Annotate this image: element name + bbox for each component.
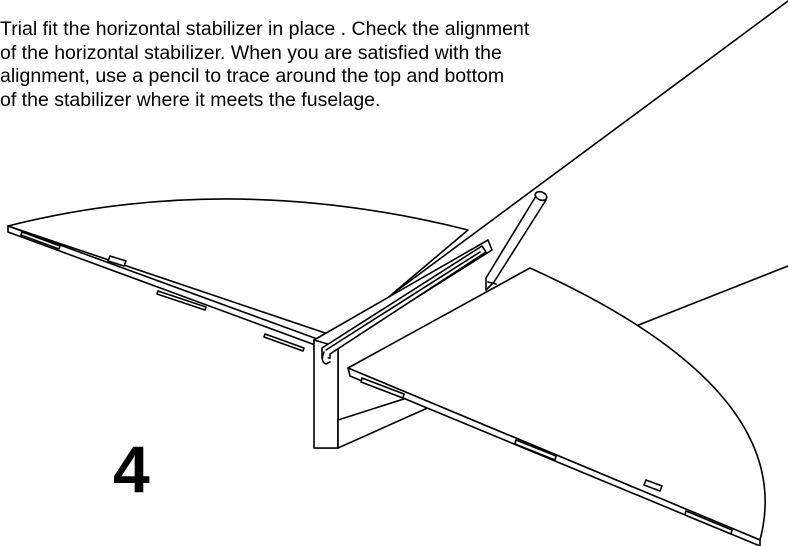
left-slot-3	[157, 291, 206, 310]
instruction-line: of the stabilizer where it meets the fus…	[0, 88, 381, 111]
left-slot-1	[21, 232, 60, 249]
instruction-text: Trial fit the horizontal stabilizer in p…	[0, 18, 680, 112]
left-slot-2	[108, 256, 126, 266]
instruction-line: of the horizontal stabilizer. When you a…	[0, 41, 502, 64]
left-slot-4	[264, 334, 304, 351]
pencil-icon	[486, 190, 548, 290]
right-slot-1	[361, 378, 404, 398]
step-number: 4	[113, 432, 150, 506]
fin-slot-inner	[326, 252, 480, 350]
right-stabilizer-half	[348, 268, 765, 540]
fuselage-lower-edge	[636, 266, 788, 326]
right-slot-4	[685, 511, 732, 534]
fuselage-top-edge	[360, 1, 788, 318]
right-slot-2	[515, 440, 556, 460]
right-slot-3	[644, 480, 662, 491]
instruction-line: Trial fit the horizontal stabilizer in p…	[0, 18, 530, 40]
block-notch	[322, 352, 330, 364]
instruction-line: alignment, use a pencil to trace around …	[0, 65, 505, 87]
left-stabilizer-half	[8, 199, 468, 338]
